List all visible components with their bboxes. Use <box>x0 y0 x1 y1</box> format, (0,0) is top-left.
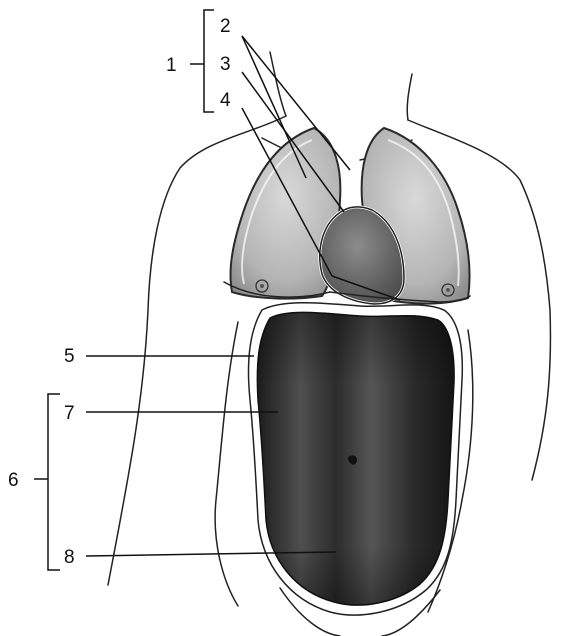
label-7: 7 <box>64 403 75 424</box>
label-1: 1 <box>166 55 177 76</box>
abdominopelvic-cavity <box>249 303 463 615</box>
label-6: 6 <box>8 470 19 491</box>
label-8: 8 <box>64 547 75 568</box>
callout-labels: 1 2 3 4 5 6 7 8 <box>8 16 231 568</box>
label-4: 4 <box>220 90 231 111</box>
bracket-1 <box>204 10 214 112</box>
label-5: 5 <box>64 346 75 367</box>
neck-left-line <box>270 52 286 116</box>
left-waist-line <box>215 322 238 606</box>
label-2: 2 <box>220 16 231 37</box>
neck-right-line <box>407 74 412 120</box>
label-3: 3 <box>220 54 231 75</box>
bracket-6 <box>48 394 60 570</box>
